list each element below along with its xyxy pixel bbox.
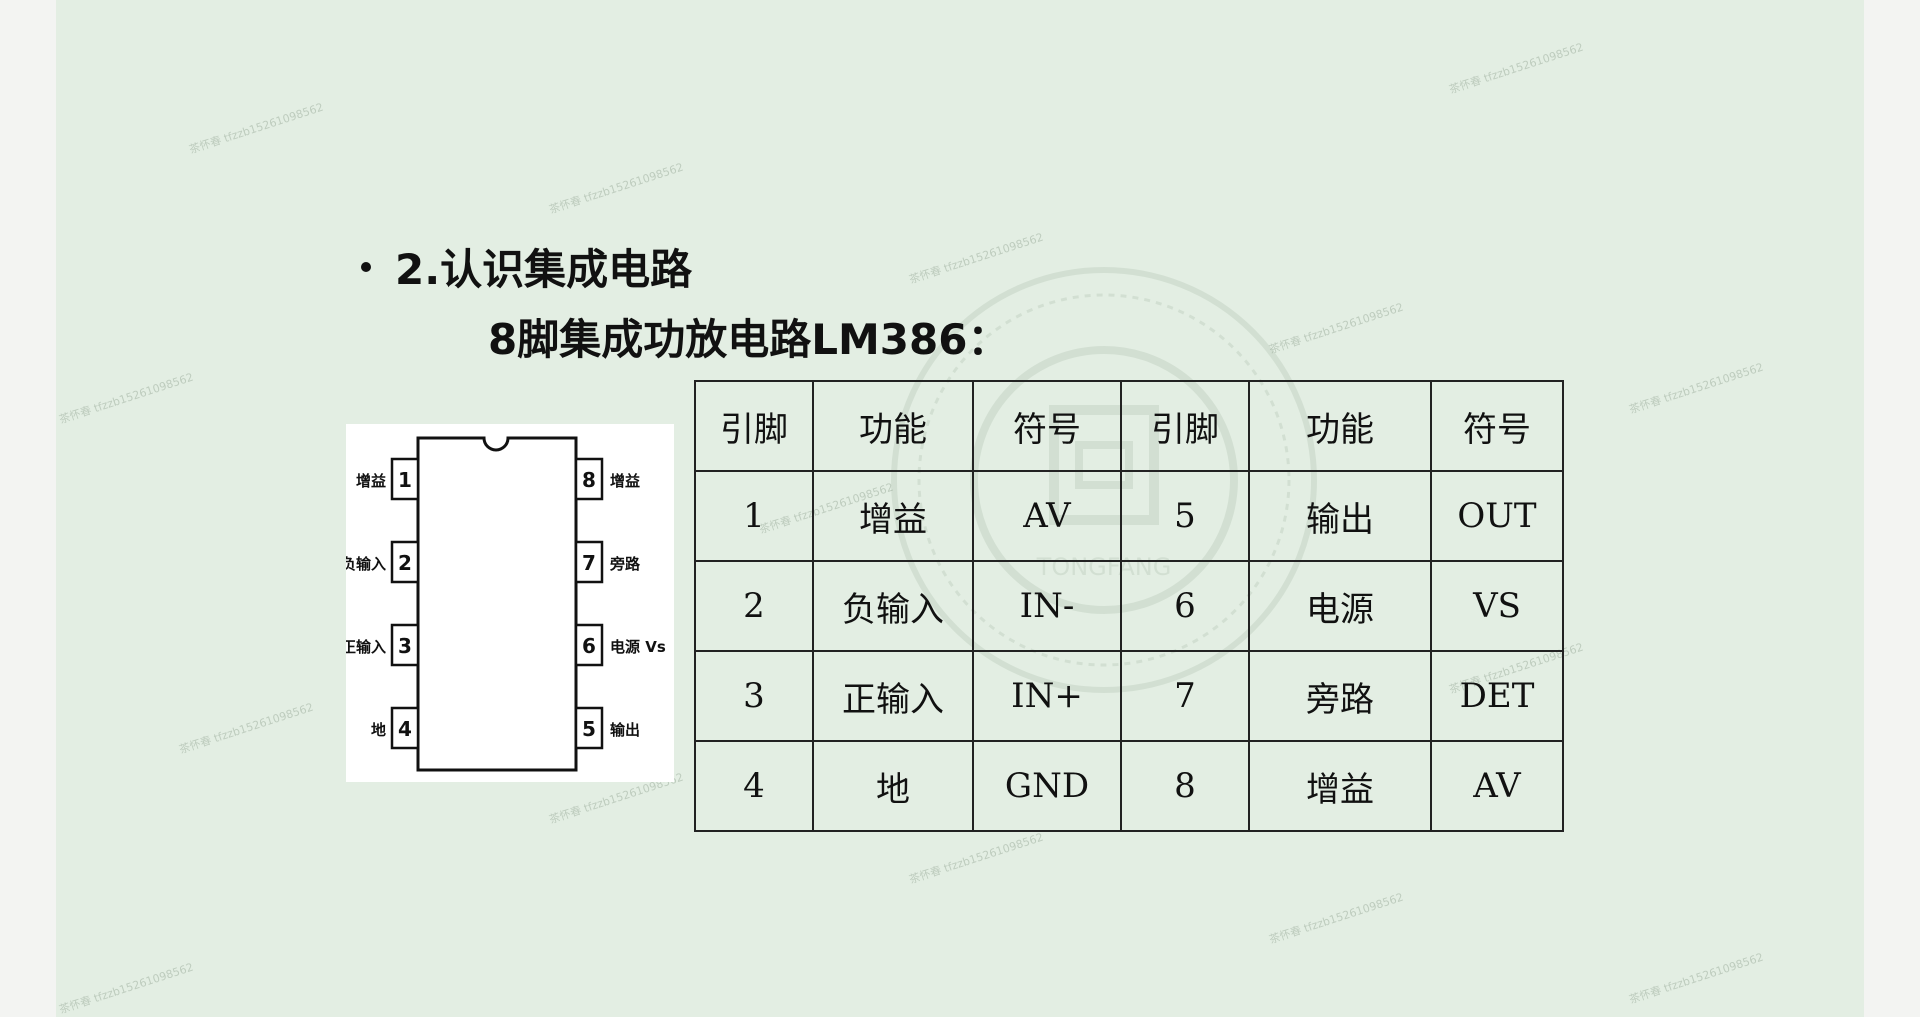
chip-pin <box>390 706 420 750</box>
chip-pin-number: 8 <box>582 468 596 492</box>
table-row: 2 负输入 IN- 6 电源 VS <box>694 560 1564 652</box>
watermark-text: 茶怀春 tfzzb15261098562 <box>1627 950 1765 1007</box>
chip-pin-label: 地 <box>371 721 386 739</box>
watermark-text: 茶怀春 tfzzb15261098562 <box>907 230 1045 287</box>
chip-pin-number: 5 <box>582 717 596 741</box>
table-row: 4 地 GND 8 增益 AV <box>694 740 1564 832</box>
table-cell: 正输入 <box>812 650 974 742</box>
watermark-text: 茶怀春 tfzzb15261098562 <box>57 370 195 427</box>
table-row: 3 正输入 IN+ 7 旁路 DET <box>694 650 1564 742</box>
chip-pin-label: 输出 <box>610 721 640 739</box>
chip-pin-label: 正输入 <box>346 638 386 656</box>
watermark-text: 茶怀春 tfzzb15261098562 <box>1627 360 1765 417</box>
watermark-text: 茶怀春 tfzzb15261098562 <box>57 960 195 1017</box>
table-header-cell: 引脚 <box>694 380 814 472</box>
table-cell: 电源 <box>1248 560 1432 652</box>
chip-pin <box>390 623 420 667</box>
chip-pin-label: 增益 <box>356 472 386 490</box>
chip-pin-label: 电源 Vs <box>610 638 666 656</box>
chip-pin <box>574 623 604 667</box>
chip-pin <box>574 540 604 584</box>
table-cell: 增益 <box>1248 740 1432 832</box>
chip-subtitle: 8脚集成功放电路LM386： <box>488 315 1010 364</box>
table-header-cell: 引脚 <box>1120 380 1250 472</box>
table-header-cell: 符号 <box>972 380 1122 472</box>
chip-pin-label: 旁路 <box>609 555 641 573</box>
chip-pin <box>390 540 420 584</box>
table-cell: 6 <box>1120 560 1250 652</box>
table-cell: 1 <box>694 470 814 562</box>
table-header-cell: 功能 <box>1248 380 1432 472</box>
watermark-text: 茶怀春 tfzzb15261098562 <box>547 160 685 217</box>
table-row: 1 增益 AV 5 输出 OUT <box>694 470 1564 562</box>
watermark-text: 茶怀春 tfzzb15261098562 <box>187 100 325 157</box>
section-heading: 2.认识集成电路 <box>361 236 692 297</box>
table-cell: 负输入 <box>812 560 974 652</box>
table-cell: 地 <box>812 740 974 832</box>
table-cell: IN+ <box>972 650 1122 742</box>
chip-pin-number: 4 <box>398 717 412 741</box>
table-cell: 4 <box>694 740 814 832</box>
watermark-text: 茶怀春 tfzzb15261098562 <box>1267 890 1405 947</box>
table-cell: 5 <box>1120 470 1250 562</box>
chip-pin-number: 2 <box>398 551 412 575</box>
chip-pin-number: 6 <box>582 634 596 658</box>
chip-pin <box>574 457 604 501</box>
table-header-cell: 符号 <box>1430 380 1564 472</box>
bullet-icon <box>361 261 371 272</box>
table-cell: VS <box>1430 560 1564 652</box>
table-header-cell: 功能 <box>812 380 974 472</box>
table-header-row: 引脚 功能 符号 引脚 功能 符号 <box>694 380 1564 472</box>
table-cell: AV <box>972 470 1122 562</box>
table-cell: OUT <box>1430 470 1564 562</box>
slide: TONGFANG 茶怀春 tfzzb15261098562 茶怀春 tfzzb1… <box>56 0 1864 1017</box>
table-cell: 3 <box>694 650 814 742</box>
watermark-text: 茶怀春 tfzzb15261098562 <box>907 830 1045 887</box>
table-cell: 7 <box>1120 650 1250 742</box>
pin-function-table: 引脚 功能 符号 引脚 功能 符号 1 增益 AV 5 输出 OUT 2 负输入… <box>694 380 1564 832</box>
chip-pin-number: 3 <box>398 634 412 658</box>
watermark-text: 茶怀春 tfzzb15261098562 <box>1267 300 1405 357</box>
table-cell: IN- <box>972 560 1122 652</box>
table-cell: AV <box>1430 740 1564 832</box>
section-heading-text: 2.认识集成电路 <box>395 245 693 294</box>
chip-pin <box>574 706 604 750</box>
table-cell: 输出 <box>1248 470 1432 562</box>
table-cell: 增益 <box>812 470 974 562</box>
table-cell: 8 <box>1120 740 1250 832</box>
watermark-text: 茶怀春 tfzzb15261098562 <box>1447 40 1585 97</box>
chip-pin-label: 负输入 <box>346 555 386 573</box>
chip-pin-number: 1 <box>398 468 412 492</box>
table-cell: GND <box>972 740 1122 832</box>
chip-pin <box>390 457 420 501</box>
chip-pin-label: 增益 <box>610 472 640 490</box>
table-cell: 旁路 <box>1248 650 1432 742</box>
watermark-text: 茶怀春 tfzzb15261098562 <box>177 700 315 757</box>
table-cell: 2 <box>694 560 814 652</box>
table-cell: DET <box>1430 650 1564 742</box>
chip-pin-number: 7 <box>582 551 596 575</box>
